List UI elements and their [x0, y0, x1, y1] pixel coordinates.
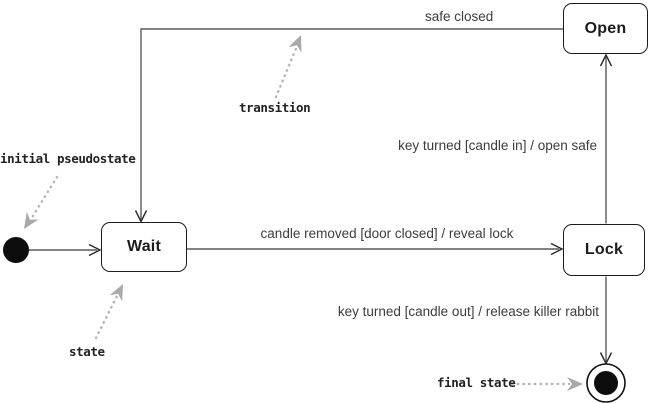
- initial-pseudostate-circle: [3, 237, 29, 263]
- state-lock: Lock: [563, 224, 645, 276]
- arrowhead-into-wait-top: [134, 210, 148, 224]
- transition-label-key-turned-candle-in: key turned [candle in] / open safe: [398, 138, 597, 153]
- annotation-label-state: state: [69, 344, 105, 359]
- annotation-label-transition: transition: [239, 100, 311, 115]
- annotation-arrow-initial-pseudostate: [24, 175, 59, 229]
- transition-open-to-wait: [134, 28, 563, 224]
- transition-lock-to-final: [599, 276, 613, 366]
- annotation-arrow-final-state: [510, 377, 583, 391]
- annotation-label-final-state: final state: [437, 375, 516, 390]
- arrowhead-into-lock-left: [550, 242, 564, 256]
- annotation-arrow-transition: [274, 35, 302, 99]
- arrowhead-into-open-bottom: [599, 53, 613, 67]
- state-open: Open: [563, 3, 648, 54]
- transition-label-safe-closed: safe closed: [425, 9, 494, 24]
- transition-initial-to-wait: [29, 243, 102, 257]
- arrowhead-into-wait-left: [88, 243, 102, 257]
- final-state-circle: [586, 363, 626, 403]
- annotation-arrow-state: [94, 284, 123, 340]
- state-wait: Wait: [101, 222, 187, 272]
- annotation-label-initial-pseudostate: initial pseudostate: [0, 151, 136, 166]
- state-lock-label: Lock: [584, 241, 624, 258]
- state-open-label: Open: [584, 19, 627, 37]
- transition-label-candle-removed: candle removed [door closed] / reveal lo…: [260, 226, 514, 241]
- state-wait-label: Wait: [127, 238, 161, 255]
- transition-lock-to-open: [599, 53, 613, 224]
- transition-label-key-turned-candle-out: key turned [candle out] / release killer…: [337, 304, 599, 319]
- transition-wait-to-lock: [187, 242, 564, 256]
